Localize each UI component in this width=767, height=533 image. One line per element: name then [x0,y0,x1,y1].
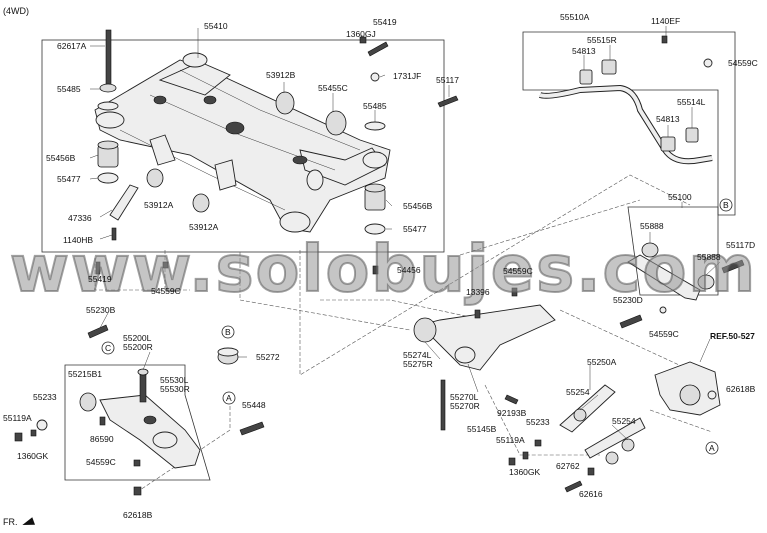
part-label: 55270L [450,392,479,402]
ref-line-8 [139,400,231,491]
part-label: 55456B [403,201,433,211]
part-label: 55510A [560,12,590,22]
part-label: 1360GK [509,467,541,477]
ref-line-9 [320,299,476,319]
subframe-group-box [41,39,445,253]
part-label: 55200R [123,342,153,352]
part-label: 55485 [57,84,81,94]
part-label: 55515R [587,35,617,45]
part-label: 62618B [123,510,153,520]
part-label: 55117D [726,240,756,250]
part-label: 55270R [450,401,480,411]
ref-line-10 [649,409,713,433]
part-label: 55477 [403,224,427,234]
part-label: 55233 [526,417,550,427]
part-label: 55230B [86,305,116,315]
part-label: 54559C [503,266,533,276]
part-label: 55419 [88,274,112,284]
ref-line-3 [94,258,190,291]
part-label: 55145B [467,424,497,434]
subframe-crossmember [94,52,391,233]
part-label: 55254 [612,416,636,426]
lower-arm-group-box [64,364,211,481]
trailing-arm [413,287,556,431]
part-label: 55117 [436,75,460,85]
part-label: 1731JF [393,71,422,81]
knuckle [654,361,721,416]
ref-line-6 [559,309,691,371]
part-label: 55274L [403,350,432,360]
part-label: 55215B1 [68,369,103,379]
stabilizer-group-box [522,31,736,216]
part-label: 53912A [189,222,219,232]
callout-a-right: A [709,443,715,453]
part-label: 1140EF [651,16,681,26]
part-label: 1140HB [63,235,94,245]
callout-c: C [105,343,112,353]
subframe-hardware [95,29,459,275]
part-label: 55530R [160,384,190,394]
part-label: 54559C [649,329,679,339]
part-label: 55100 [668,192,692,202]
spring-lower-arm [14,324,265,496]
part-label: 55530L [160,375,189,385]
part-label: 55455C [318,83,348,93]
part-label: 55119A [496,435,525,445]
part-label: 55477 [57,174,81,184]
part-label: 86590 [90,434,114,444]
part-label: 54813 [656,114,680,124]
ref-line-2 [239,252,411,331]
front-arrow-icon [21,516,36,529]
part-label: 55272 [256,352,280,362]
part-label: 53912A [144,200,174,210]
part-label: 62762 [556,461,580,471]
part-label: 62617A [57,41,87,51]
callout-b-top: B [723,200,729,210]
part-label: 55419 [373,17,397,27]
front-label: FR. [3,517,18,527]
part-label: 47336 [68,213,92,223]
upper-arm-assembly [619,242,745,329]
part-label: 54559C [151,286,181,296]
part-label: 55200L [123,333,152,343]
part-label: 55888 [697,252,721,262]
part-label: 62616 [579,489,603,499]
ref-line-7 [484,384,600,456]
reference-label: REF.50-527 [710,331,755,341]
ref-line-5 [459,199,641,256]
part-label: 62618B [726,384,756,394]
part-label: 13396 [466,287,490,297]
part-label: 54813 [572,46,596,56]
part-label: 55888 [640,221,664,231]
callout-b-bottom: B [225,327,231,337]
part-label: 55233 [33,392,57,402]
part-label: 55119A [3,413,32,423]
part-label: 92193B [497,408,527,418]
leader-lines [89,26,721,441]
part-label: 55485 [363,101,387,111]
part-label: 55254 [566,387,590,397]
part-label: 1360GJ [346,29,376,39]
ref-line-1 [299,174,691,376]
variant-label: (4WD) [3,6,29,16]
part-label: 1360GK [17,451,49,461]
part-label: 55275R [403,359,433,369]
part-label: 55514L [677,97,706,107]
callout-a-left: A [226,393,232,403]
stabilizer-bar [538,35,713,165]
part-label: 55230D [613,295,643,305]
part-label: 54559C [86,457,116,467]
front-marker: FR. [3,516,36,529]
part-label: 55410 [204,21,228,31]
part-label: 54559C [728,58,758,68]
part-label: 54456 [397,265,421,275]
part-label: 55250A [587,357,617,367]
lower-arm-assembly [508,384,646,493]
part-label: 53912B [266,70,296,80]
part-label: 55448 [242,400,266,410]
callout-markers [101,198,733,455]
part-label: 55456B [46,153,76,163]
